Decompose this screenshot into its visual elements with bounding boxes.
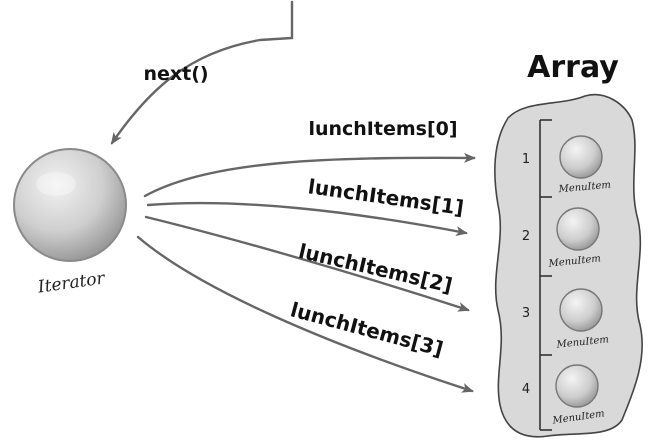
access-arrow-0 <box>143 152 476 198</box>
access-arrow-1 <box>146 201 468 237</box>
access-arrow-2 <box>144 215 470 312</box>
slot-index: 1 <box>522 152 530 167</box>
iterator-ball-icon <box>13 148 127 262</box>
menu-item-ball-icon <box>555 364 599 408</box>
menu-item-ball-icon <box>559 288 603 332</box>
slot-index: 4 <box>522 382 530 397</box>
array-bracket <box>539 119 552 431</box>
menu-item-label: MenuItem <box>557 180 611 196</box>
access-label-3: lunchItems[3] <box>288 297 446 361</box>
access-label-0: lunchItems[0] <box>308 118 457 140</box>
iterator-label: Iterator <box>36 268 107 297</box>
menu-item-ball-icon <box>556 207 600 251</box>
iterator-ball-highlight <box>36 172 76 196</box>
array-container <box>494 93 643 438</box>
menu-item-ball-icon <box>559 135 603 179</box>
access-label-2: lunchItems[2] <box>296 239 454 298</box>
array-slot-1: 1 MenuItem <box>522 135 611 196</box>
slot-index: 2 <box>522 229 530 244</box>
access-label-1: lunchItems[1] <box>307 174 466 220</box>
next-method-label: next() <box>143 63 208 85</box>
array-slot-2: 2 MenuItem <box>522 207 601 270</box>
iterator-node: Iterator <box>13 148 127 298</box>
array-title: Array <box>527 50 619 85</box>
slot-index: 3 <box>522 306 530 321</box>
access-arrow-3 <box>136 235 474 393</box>
next-call-line <box>110 0 294 145</box>
